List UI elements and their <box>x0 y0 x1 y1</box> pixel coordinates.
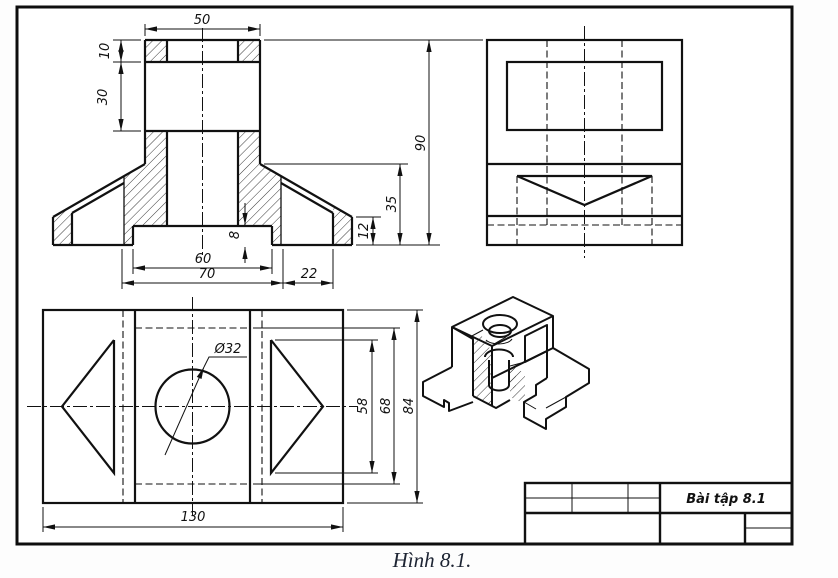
dim-label: 60 <box>195 252 212 267</box>
dim-label: 58 <box>356 398 371 415</box>
isometric-view <box>422 296 590 430</box>
exercise-title: Bài tập 8.1 <box>686 492 766 507</box>
dim-label: 70 <box>199 267 216 282</box>
dim-60: 60 <box>132 249 273 274</box>
iso-inner-edges <box>469 329 567 410</box>
dim-label: 90 <box>414 135 429 152</box>
dim-35: 35 <box>264 163 408 245</box>
top-centerlines <box>27 297 358 516</box>
figure-caption: Hình 8.1. <box>392 548 472 572</box>
top-dimensions: Ø32 58 68 84 130 <box>42 309 423 532</box>
drawing-frame <box>15 5 794 546</box>
front-dimensions: 50 10 30 90 35 12 <box>96 13 483 289</box>
top-view <box>27 297 358 516</box>
dim-label: 50 <box>194 13 211 28</box>
dim-8: 8 <box>228 203 248 263</box>
side-view <box>485 26 684 258</box>
dim-label: 10 <box>98 43 113 60</box>
dim-label: 8 <box>228 231 243 239</box>
dim-30: 30 <box>96 62 141 132</box>
dim-label: 68 <box>379 398 394 415</box>
dim-label: Ø32 <box>214 342 242 357</box>
dim-dia32: Ø32 <box>164 342 247 456</box>
dim-130: 130 <box>42 507 344 532</box>
dim-58: 58 <box>275 339 378 474</box>
dim-label: 22 <box>301 267 318 282</box>
dim-label: 35 <box>385 196 400 213</box>
dim-label: 30 <box>96 89 111 106</box>
iso-hatching <box>473 334 525 406</box>
dim-90: 90 <box>264 39 483 246</box>
dim-70: 70 <box>121 249 284 289</box>
side-hidden-lines <box>487 40 682 245</box>
section-hatching <box>53 40 352 245</box>
dim-68: 68 <box>253 327 400 485</box>
dim-84: 84 <box>347 309 423 504</box>
dim-50: 50 <box>144 13 261 36</box>
title-block: Bài tập 8.1 <box>523 481 794 546</box>
dim-12: 12 <box>356 216 381 245</box>
dim-label: 130 <box>181 510 206 525</box>
dim-label: 84 <box>402 398 417 415</box>
dim-10: 10 <box>98 39 141 63</box>
iso-outline <box>422 296 590 430</box>
dim-label: 12 <box>357 223 372 240</box>
front-inner-edges <box>123 176 282 245</box>
front-section-view <box>51 28 354 256</box>
dim-22: 22 <box>283 249 334 289</box>
